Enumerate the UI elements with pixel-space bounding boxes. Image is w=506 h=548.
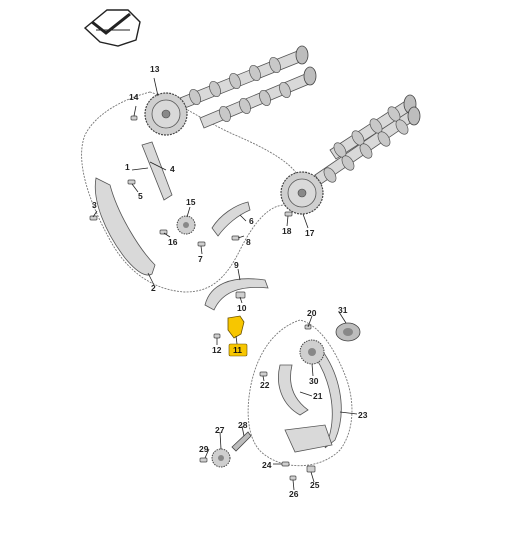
callout-22: 22 <box>260 380 270 390</box>
highlighted-tensioner-part <box>227 315 245 339</box>
callout-labels: 13 14 1 4 5 3 2 15 16 7 6 8 9 10 11 12 1… <box>92 64 368 499</box>
callout-26: 26 <box>289 489 299 499</box>
lower-chain-loop <box>247 319 353 467</box>
lower-guide-rail <box>309 344 342 449</box>
leader-lines <box>92 77 358 491</box>
left-camshaft-assembly <box>144 45 317 136</box>
callout-12: 12 <box>212 345 222 355</box>
lower-tensioner-rail <box>278 364 309 416</box>
callout-20: 20 <box>307 308 317 318</box>
callout-11: 11 <box>233 345 242 355</box>
callout-8: 8 <box>246 237 251 247</box>
callout-25: 25 <box>310 480 320 490</box>
bolt-set <box>89 115 316 481</box>
middle-guide-rail <box>204 278 269 311</box>
callout-31: 31 <box>338 305 348 315</box>
callout-17: 17 <box>305 228 315 238</box>
callout-14: 14 <box>129 92 139 102</box>
callout-30: 30 <box>309 376 319 386</box>
left-chain-guide <box>94 177 156 276</box>
callout-15: 15 <box>186 197 196 207</box>
callout-13: 13 <box>150 64 160 74</box>
callout-10: 10 <box>237 303 247 313</box>
right-camshaft-assembly <box>280 94 421 215</box>
callout-28: 28 <box>238 420 248 430</box>
drive-gear <box>335 322 361 342</box>
balance-shaft-sprocket <box>211 448 231 468</box>
callout-27: 27 <box>215 425 225 435</box>
callout-5: 5 <box>138 191 143 201</box>
tensioner-rail-upper <box>141 141 173 201</box>
callout-9: 9 <box>234 260 239 270</box>
callout-23: 23 <box>358 410 368 420</box>
callout-2: 2 <box>151 283 156 293</box>
callout-16: 16 <box>168 237 178 247</box>
lower-guide-bracket <box>284 424 333 453</box>
callout-11-highlight <box>228 343 248 357</box>
callout-21: 21 <box>313 391 323 401</box>
callout-4: 4 <box>170 164 175 174</box>
callout-6: 6 <box>249 216 254 226</box>
stamp-check-icon <box>83 9 141 47</box>
callout-3: 3 <box>92 200 97 210</box>
callout-18: 18 <box>282 226 292 236</box>
callout-1: 1 <box>125 162 130 172</box>
callout-24: 24 <box>262 460 272 470</box>
upper-guide-rail <box>211 201 251 237</box>
callout-7: 7 <box>198 254 203 264</box>
callout-29: 29 <box>199 444 209 454</box>
guide-pin <box>231 431 252 452</box>
crankshaft-sprocket <box>299 339 325 365</box>
intermediate-sprocket <box>176 215 196 235</box>
upper-chain-loop <box>81 91 303 293</box>
